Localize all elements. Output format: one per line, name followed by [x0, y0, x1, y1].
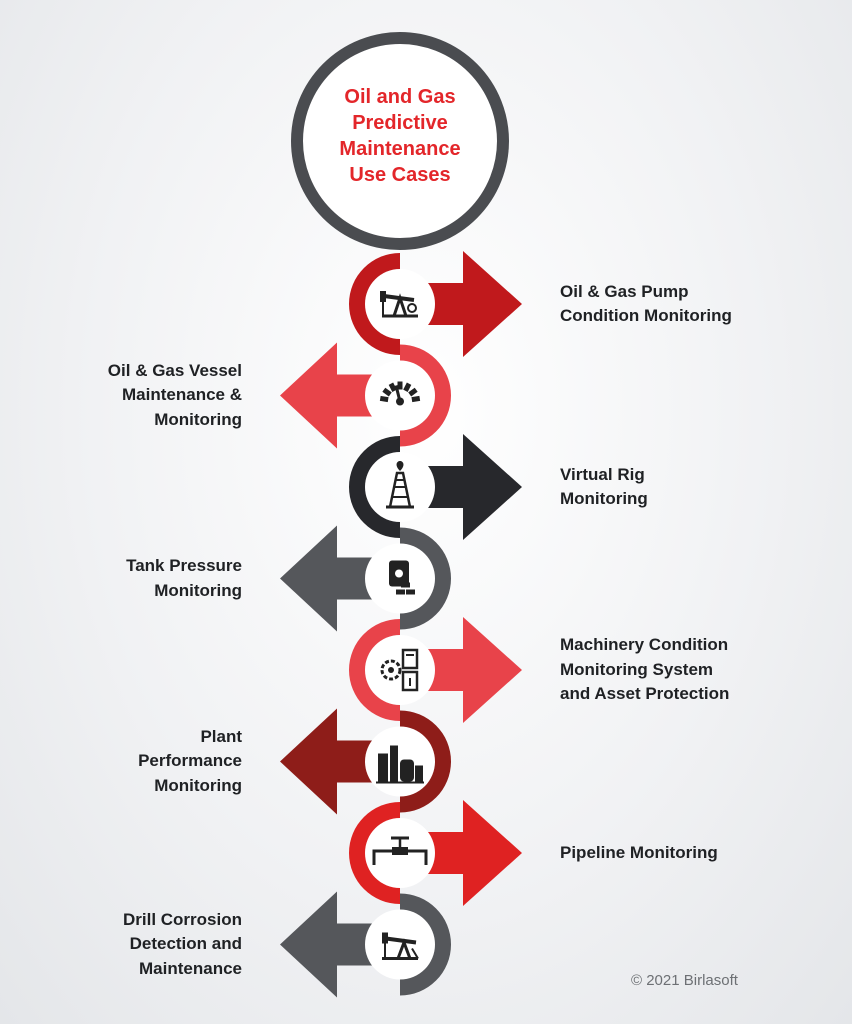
step-6-label: Plant Performance Monitoring — [138, 726, 242, 795]
step-6-icon-circle — [365, 726, 435, 797]
step-4-label: Tank Pressure Monitoring — [126, 556, 242, 600]
machinery-gear-icon — [380, 648, 419, 692]
drill-pumpjack-icon — [382, 932, 419, 960]
gauge-icon — [379, 381, 421, 406]
title-ring — [291, 32, 509, 250]
copyright-notice: © 2021 Birlasoft — [631, 972, 738, 989]
step-4 — [280, 525, 452, 632]
pipeline-valve-icon — [372, 836, 428, 865]
step-7 — [349, 800, 522, 906]
step-2 — [280, 342, 451, 449]
step-2-label: Oil & Gas Vessel Maintenance & Monitorin… — [107, 360, 242, 429]
step-6 — [280, 708, 452, 815]
step-3 — [349, 434, 522, 540]
step-1-label: Oil & Gas Pump Condition Monitoring — [560, 281, 732, 326]
step-8-label: Drill Corrosion Detection and Maintenanc… — [122, 909, 242, 978]
page-title-text: Oil and Gas Predictive Maintenance Use C… — [339, 86, 461, 186]
oil-barrel-icon — [389, 560, 415, 595]
step-1-icon-circle — [365, 269, 435, 339]
step-3-label: Virtual Rig Monitoring — [560, 464, 648, 509]
step-1 — [349, 251, 522, 357]
step-8-icon-circle — [365, 909, 435, 980]
industrial-plant-icon — [376, 745, 424, 784]
step-7-label: Pipeline Monitoring — [560, 842, 718, 862]
pumpjack-icon — [380, 291, 418, 318]
page-title: Oil and Gas Predictive Maintenance Use C… — [300, 84, 500, 188]
step-8 — [280, 891, 452, 998]
oil-rig-icon — [386, 461, 414, 509]
step-5 — [349, 617, 522, 723]
step-5-label: Machinery Condition Monitoring System an… — [560, 635, 730, 704]
